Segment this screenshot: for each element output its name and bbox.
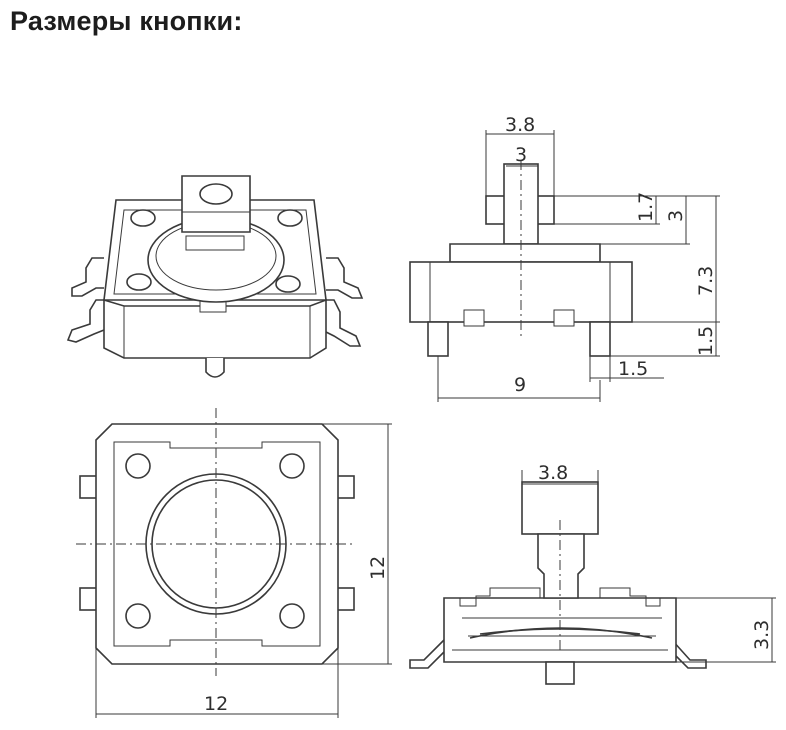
section-view: 3.8 3.3	[409, 462, 776, 685]
dim-cap-total: 3	[665, 210, 687, 222]
dim-height: 12	[367, 556, 389, 580]
dim-lead-offset: 1.5	[618, 358, 648, 380]
dim-stem-outer: 3.8	[505, 114, 535, 136]
top-view: 12 12	[76, 408, 392, 718]
isometric-view	[66, 175, 364, 378]
dim-lead-span: 9	[514, 374, 526, 396]
dim-stem-inner: 3	[515, 144, 527, 166]
dim-cap-height: 1.7	[635, 192, 657, 222]
dim-lead-height: 1.5	[695, 326, 717, 356]
page-title: Размеры кнопки:	[10, 6, 243, 36]
dim-width: 12	[204, 693, 228, 715]
side-view: 3.8 3 1.7 3 7.3 1.5 1.5 9	[409, 114, 720, 402]
dim-section-stem: 3.8	[538, 462, 568, 484]
dim-body-height: 3.3	[751, 620, 773, 650]
dim-total-height: 7.3	[695, 266, 717, 296]
